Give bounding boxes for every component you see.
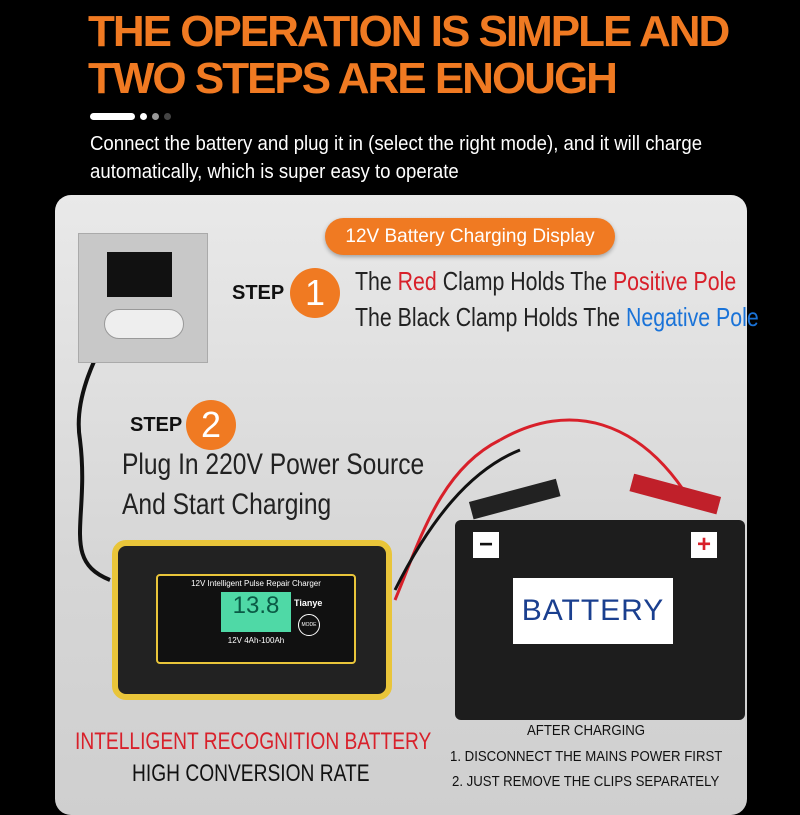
positive-terminal-icon: + [691, 531, 717, 558]
step1-number: 1 [290, 268, 340, 318]
battery-illustration: − + BATTERY [455, 520, 745, 720]
step1-line2: The Black Clamp Holds The Negative Pole [355, 302, 759, 332]
feature-line1: INTELLIGENT RECOGNITION BATTERY [75, 728, 432, 755]
step2-line1: Plug In 220V Power Source [122, 448, 425, 481]
mode-button: MODE [298, 614, 320, 636]
charger-panel: 12V Intelligent Pulse Repair Charger 13.… [156, 574, 356, 664]
step1-label: STEP [232, 282, 285, 304]
step2-label: STEP [130, 414, 183, 436]
after-charging-step1: 1. DISCONNECT THE MAINS POWER FIRST [450, 748, 723, 765]
negative-terminal-icon: − [473, 531, 499, 558]
subtitle: Connect the battery and plug it in (sele… [90, 133, 703, 183]
charger-model: 12V Intelligent Pulse Repair Charger [191, 579, 321, 588]
charger-spec: 12V 4Ah-100Ah [227, 636, 285, 645]
after-charging-title: AFTER CHARGING [527, 722, 646, 739]
step1-line1: The Red Clamp Holds The Positive Pole [355, 266, 737, 296]
step2-number: 2 [186, 400, 236, 450]
charger-illustration: 12V Intelligent Pulse Repair Charger 13.… [112, 540, 392, 700]
battery-label: BATTERY [513, 578, 673, 644]
step2-line2: And Start Charging [122, 488, 332, 521]
feature-line2: HIGH CONVERSION RATE [132, 760, 370, 787]
charging-display-badge: 12V Battery Charging Display [325, 218, 615, 255]
lcd-reading: 13.8 [221, 592, 291, 632]
carousel-indicator [90, 113, 171, 120]
wall-socket-icon [78, 233, 208, 363]
after-charging-step2: 2. JUST REMOVE THE CLIPS SEPARATELY [452, 773, 720, 790]
charger-brand: Tianye [294, 598, 323, 608]
